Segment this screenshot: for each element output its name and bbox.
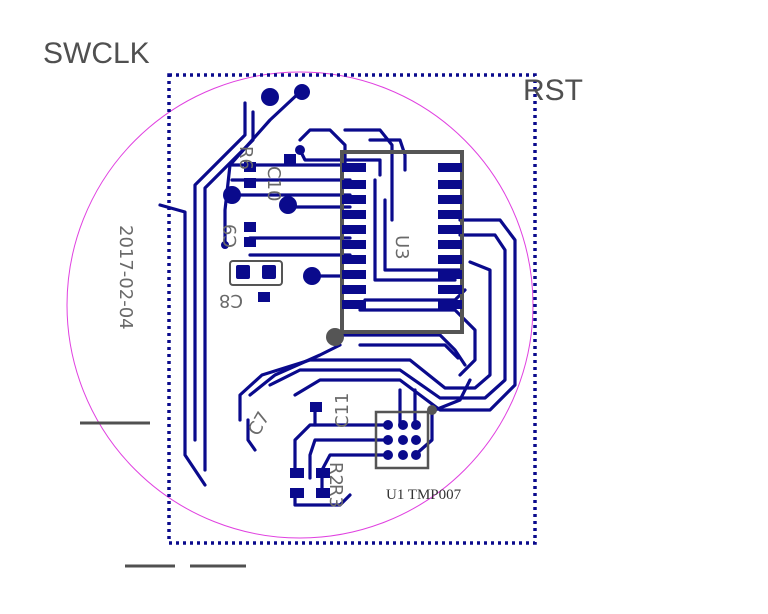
passive-pads: [229, 154, 330, 498]
swclk-label: SWCLK: [43, 37, 150, 70]
u3-chip: [326, 150, 464, 346]
date-label: 2017-02-04: [115, 225, 136, 330]
c8-label: C8: [219, 290, 243, 311]
vias: [221, 84, 321, 285]
r6-label: R6: [235, 146, 256, 170]
copper-traces: [158, 90, 517, 507]
board-edge: [167, 73, 537, 545]
r2-label: R2: [325, 462, 346, 486]
u1-sensor: [374, 405, 437, 470]
rst-label: RST: [523, 74, 583, 107]
c11-label: C11: [332, 393, 353, 428]
u1-label: U1 TMP007: [386, 487, 462, 503]
u3-label: U3: [391, 235, 412, 260]
c10-label: C10: [263, 166, 284, 201]
c9-label: C9: [220, 224, 241, 248]
r3-label: R3: [325, 484, 346, 508]
board-outline-circle: [66, 71, 534, 539]
